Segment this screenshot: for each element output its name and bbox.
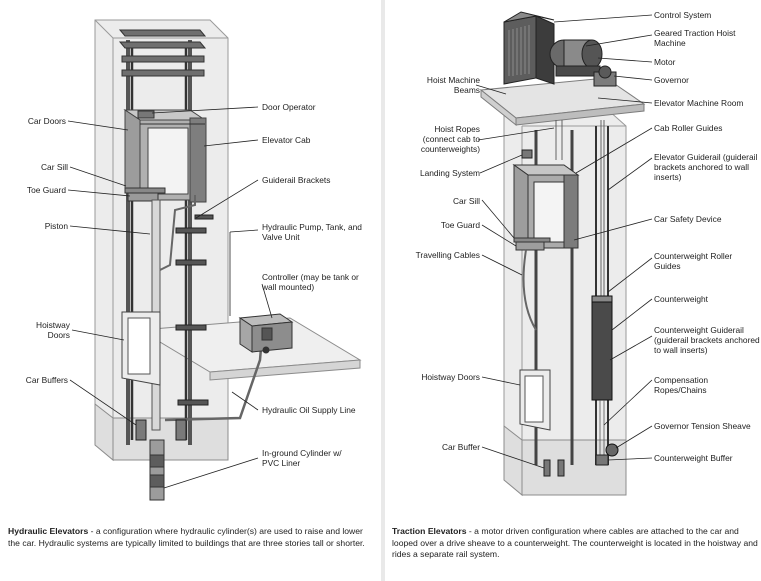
label-hoistway-doors: Hoistway Doors (36, 320, 70, 340)
hydraulic-caption: Hydraulic Elevators - a configuration wh… (8, 526, 376, 549)
label-car-buffers: Car Buffers (25, 375, 68, 385)
car-buffer-right (557, 459, 565, 477)
leader-lines (67, 106, 273, 489)
panel-divider (381, 0, 385, 581)
label-car-buffer: Car Buffer (441, 442, 480, 452)
hoist-machine (549, 39, 603, 77)
label-traction-car-sill: Car Sill (453, 196, 480, 206)
tension-sheave-shape (605, 443, 619, 457)
hydraulic-panel: Car Doors Car Sill Toe Guard Piston Hois… (0, 0, 380, 581)
label-governor-tension-sheave: Governor Tension Sheave (654, 421, 751, 431)
label-car-sill: Car Sill (41, 162, 68, 172)
traction-caption: Traction Elevators - a motor driven conf… (392, 526, 758, 561)
label-toe-guard: Toe Guard (26, 185, 66, 195)
traction-panel: Hoist Machine Beams Hoist Ropes (connect… (386, 0, 761, 581)
label-control-system: Control System (654, 10, 712, 20)
label-counterweight-buffer: Counterweight Buffer (654, 453, 733, 463)
label-oil-supply-line: Hydraulic Oil Supply Line (262, 405, 356, 415)
label-hoist-machine-beams: Hoist Machine Beams (426, 75, 480, 95)
traction-hoistway-door (519, 369, 551, 431)
hoistway-shaft (94, 19, 229, 446)
traction-toe-guard (515, 241, 545, 251)
label-inground-cylinder: In-ground Cylinder w/ PVC Liner (262, 448, 342, 468)
label-piston: Piston (44, 221, 68, 231)
car-buffer-left (543, 459, 551, 477)
label-compensation-ropes: Compensation Ropes/Chains (654, 375, 709, 395)
counterweight-shape (591, 299, 613, 401)
label-door-operator: Door Operator (262, 102, 316, 112)
car-sill-shape (124, 187, 166, 194)
travelling-cables-shape (522, 249, 537, 331)
pump-unit (238, 313, 294, 354)
door-operator (137, 110, 155, 119)
traction-diagram (475, 11, 653, 497)
guiderail-brackets (175, 214, 214, 406)
label-traction-hoistway-doors: Hoistway Doors (421, 372, 480, 382)
label-car-doors: Car Doors (27, 116, 66, 126)
label-motor: Motor (654, 57, 676, 67)
landing-system-box (521, 149, 533, 159)
traction-caption-text: - a motor driven configuration where cab… (392, 526, 758, 559)
label-elevator-guiderail: Elevator Guiderail (guiderail brackets a… (654, 152, 758, 182)
inground-cylinder-shape (149, 439, 165, 501)
label-traction-toe-guard: Toe Guard (440, 220, 480, 230)
oil-supply-line (159, 195, 196, 271)
label-machine-room: Elevator Machine Room (654, 98, 744, 108)
hydraulic-diagram (67, 19, 362, 501)
traction-car-sill (513, 237, 551, 243)
label-car-safety-device: Car Safety Device (654, 214, 722, 224)
traction-caption-title: Traction Elevators (392, 526, 467, 536)
car-buffers-shape (135, 419, 187, 441)
hydraulic-caption-text: - a configuration where hydraulic cylind… (8, 526, 365, 548)
toe-guard-shape (127, 192, 159, 202)
label-elevator-cab: Elevator Cab (262, 135, 311, 145)
label-landing-system: Landing System (419, 168, 480, 178)
label-cw-guiderail: Counterweight Guiderail (guiderail brack… (654, 325, 760, 355)
control-system-cabinet (503, 11, 555, 85)
label-counterweight: Counterweight (654, 294, 709, 304)
label-controller: Controller (may be tank or wall mounted) (262, 272, 359, 292)
label-governor: Governor (654, 75, 689, 85)
crosshead-top (118, 29, 207, 77)
hydraulic-caption-title: Hydraulic Elevators (8, 526, 89, 536)
governor-shape (593, 65, 617, 87)
label-cab-roller-guides: Cab Roller Guides (654, 123, 723, 133)
label-pump-tank-valve: Hydraulic Pump, Tank, and Valve Unit (262, 222, 362, 242)
traction-cab (512, 164, 580, 249)
label-travelling-cables: Travelling Cables (415, 250, 480, 260)
hoistway-door-shape (121, 311, 161, 386)
label-geared-traction: Geared Traction Hoist Machine (654, 28, 736, 48)
label-hoist-ropes: Hoist Ropes (connect cab to counterweigh… (420, 124, 480, 154)
label-cw-roller-guides: Counterweight Roller Guides (654, 251, 733, 271)
label-guiderail-brackets: Guiderail Brackets (262, 175, 331, 185)
cw-buffer-shape (595, 454, 609, 466)
machine-room-slab (479, 77, 646, 127)
